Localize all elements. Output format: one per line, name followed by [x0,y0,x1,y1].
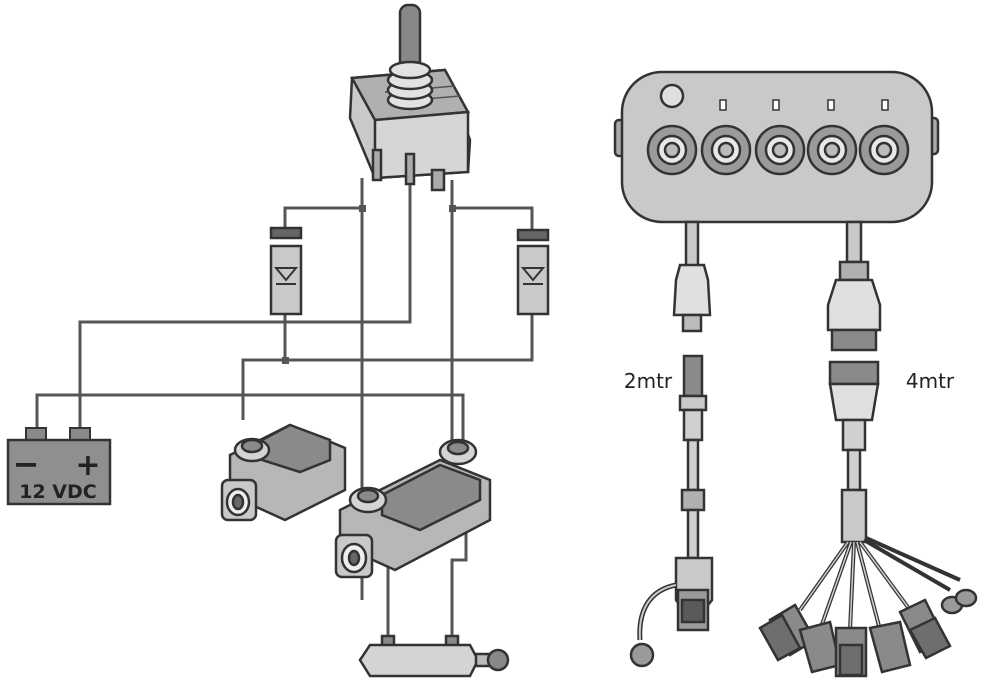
solenoid-valve-1-icon [220,423,347,522]
connector-plug-5-icon [898,598,952,660]
wire-switch-middle [78,178,412,430]
connector-plug-icon [678,354,708,442]
wire-ground-bus [35,393,465,440]
battery-minus-symbol: − [13,445,40,483]
battery-plus-symbol: + [75,448,100,483]
connector-plug-2-icon [798,620,842,674]
port-5 [858,124,910,176]
ring-terminals-icon [940,588,978,615]
pneumatic-cylinder-icon [358,634,510,678]
cable-2m [629,220,714,668]
wire-junctions [282,205,456,364]
toggle-switch-icon [348,3,472,192]
port-4 [806,124,858,176]
solenoid-valve-2-icon [334,438,492,579]
cable-2m-length-label: 2mtr [624,369,673,393]
wire-diode-right-bottom [285,312,534,362]
cable-4m [826,220,882,544]
cable-4m-length-label: 4mtr [906,369,955,393]
connector-plug-3-icon [834,626,868,678]
diode-right-icon [516,228,550,316]
port-2 [700,124,752,176]
port-1 [646,124,698,176]
wire-diode-left-bottom [241,312,287,420]
battery-icon: − + 12 VDC [6,427,112,506]
fanout-wires [798,536,961,631]
diode-left-icon [269,226,303,316]
control-box-icon [613,70,940,224]
connector-plug-4-icon [868,620,912,674]
wire-diode-right-top [452,206,534,232]
port-3 [754,124,806,176]
battery-voltage-label: 12 VDC [19,481,96,503]
wire-diode-left-top [283,206,362,230]
fanout-wires-core [799,541,911,631]
